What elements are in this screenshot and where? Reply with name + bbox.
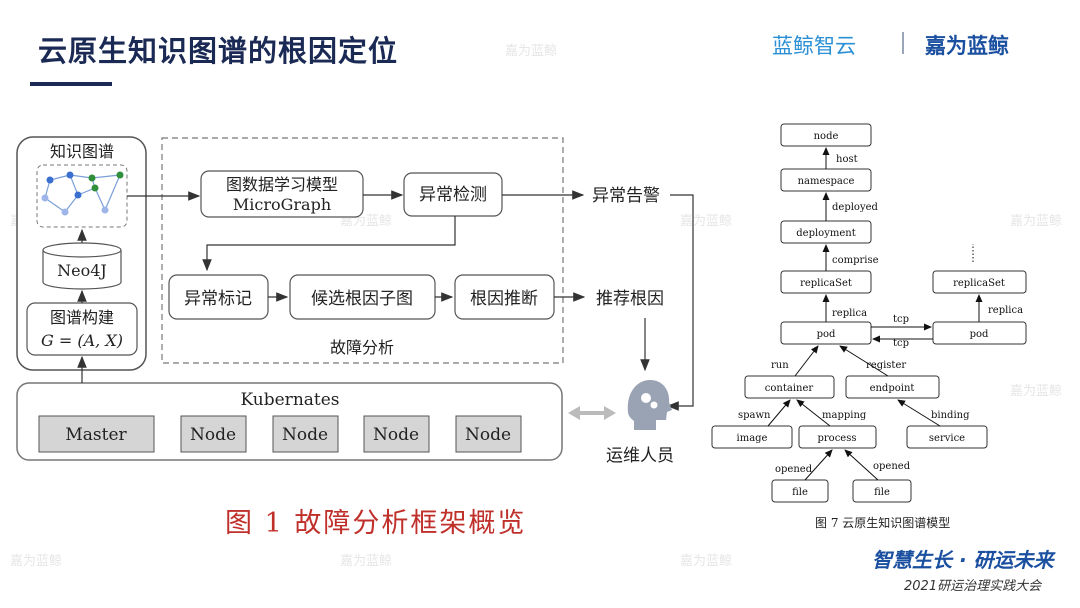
svg-text:deployment: deployment [796,228,855,239]
fault-analysis-label: 故障分析 [330,338,394,357]
figure1-caption: 图 1 故障分析框架概览 [225,508,527,539]
neo4j-database: Neo4J [42,242,122,290]
svg-text:endpoint: endpoint [870,383,915,394]
watermark: 嘉为蓝鲸 [340,554,393,569]
watermark: 嘉为蓝鲸 [505,44,558,59]
svg-text:图数据学习模型: 图数据学习模型 [226,175,338,194]
svg-text:Master: Master [65,425,127,445]
svg-text:file: file [874,487,890,498]
svg-text:tcp: tcp [893,338,909,349]
watermark: 嘉为蓝鲸 [340,214,393,229]
svg-text:file: file [792,487,808,498]
title-underline [30,82,112,86]
kg-title: 知识图谱 [50,142,114,161]
kg-node-replicaset-2 [932,270,1027,294]
svg-text:comprise: comprise [832,255,879,266]
svg-text:container: container [765,383,814,394]
worker-node [455,415,522,453]
kg-node-file-2 [852,479,912,503]
svg-text:Node: Node [373,425,419,445]
slogan: 智慧生长 · 研运未来 [872,548,1054,572]
svg-text:opened: opened [873,461,911,472]
svg-text:register: register [866,360,906,371]
graph-model-box [200,170,364,218]
svg-text:G = (A, X): G = (A, X) [41,331,123,350]
worker-node [180,415,247,453]
svg-text:service: service [929,433,965,444]
conference-name: 2021研运治理实践大会 [904,579,1042,594]
svg-text:Node: Node [190,425,236,445]
ops-label: 运维人员 [606,446,674,466]
svg-text:根因推断: 根因推断 [470,289,538,309]
kg-node-image [711,425,793,449]
svg-text:Node: Node [282,425,328,445]
kg-node-node [780,123,872,147]
svg-text:process: process [818,433,857,444]
svg-text:pod: pod [970,329,989,340]
svg-text:mapping: mapping [822,410,867,421]
svg-text:候选根因子图: 候选根因子图 [311,289,413,309]
svg-text:host: host [836,154,858,165]
svg-text:异常检测: 异常检测 [419,185,487,205]
kg-node-service [906,425,988,449]
svg-text:图谱构建: 图谱构建 [50,308,114,327]
svg-text:opened: opened [775,464,813,475]
svg-text:namespace: namespace [798,176,855,187]
watermark: 嘉为蓝鲸 [680,554,733,569]
figure7-caption: 图 7 云原生知识图谱模型 [815,516,951,530]
worker-node [272,415,339,453]
kg-node-container [744,375,835,399]
watermark: 嘉为蓝鲸 [1010,214,1063,229]
svg-text:MicroGraph: MicroGraph [233,195,331,214]
svg-text:replica: replica [832,308,867,319]
anomaly-alert-label: 异常告警 [592,186,660,206]
svg-text:replicaSet: replicaSet [800,278,852,289]
worker-node [363,415,430,453]
svg-text:spawn: spawn [738,410,771,421]
svg-text:node: node [814,131,839,142]
svg-text:replica: replica [988,305,1023,316]
master-node [38,415,155,453]
svg-text:pod: pod [817,329,836,340]
bk-cloud-logo: 蓝鲸智云 [772,34,856,58]
recommend-root-cause-label: 推荐根因 [596,289,664,309]
svg-text:tcp: tcp [893,314,909,325]
partner-logo: 嘉为蓝鲸 [925,34,1009,58]
svg-text:binding: binding [931,410,970,421]
svg-text:Node: Node [465,425,511,445]
ops-head-icon [627,380,672,430]
svg-text:Neo4J: Neo4J [57,261,107,280]
svg-text:Kubernates: Kubernates [240,390,339,410]
watermark: 嘉为蓝鲸 [1010,384,1063,399]
svg-text:image: image [737,433,768,444]
kg-node-process [798,425,877,449]
svg-text:异常标记: 异常标记 [184,289,252,309]
svg-text:replicaSet: replicaSet [953,278,1005,289]
svg-text:run: run [771,360,789,371]
kg-node-file-1 [771,479,829,503]
watermark: 嘉为蓝鲸 [10,554,63,569]
logo-divider [902,32,904,54]
page-title: 云原生知识图谱的根因定位 [38,34,399,68]
bidirectional-arrow [568,406,616,420]
fault-analysis-region [161,137,564,364]
kg-node-endpoint [845,375,940,399]
svg-text:deployed: deployed [832,202,879,213]
graph-thumbnail-nodes [41,171,124,216]
